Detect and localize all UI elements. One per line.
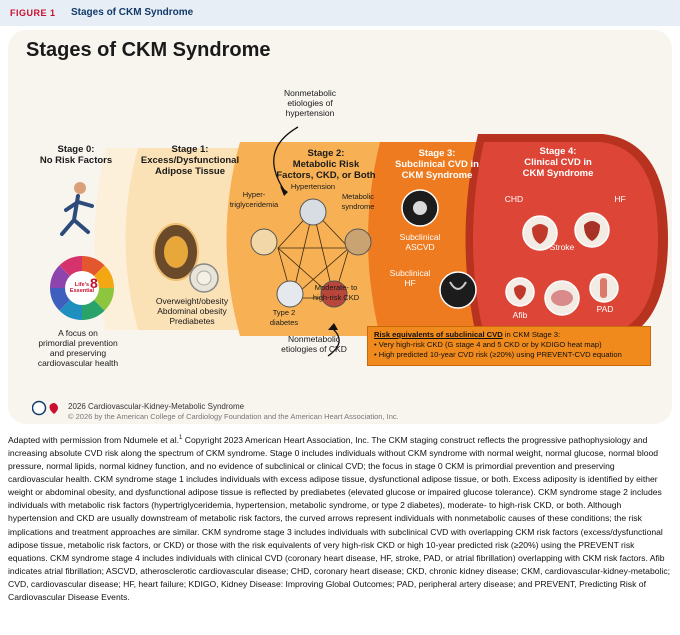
- runner-icon: [60, 194, 94, 236]
- scale-dial: [196, 270, 212, 286]
- kidney-image: [320, 280, 348, 308]
- runner-head: [74, 182, 86, 194]
- hypertension-image: [299, 198, 327, 226]
- subclinical-ascvd-label: Subclinical ASCVD: [399, 232, 441, 252]
- type2-diabetes-image: [276, 280, 304, 308]
- stroke-brain-shape: [551, 290, 573, 306]
- le8-label: Life's Essential: [69, 282, 95, 294]
- metabolic-syndrome-label: Metabolic syndrome: [341, 192, 375, 211]
- acc-logo-icon: [32, 400, 47, 416]
- arrow-head-ckd: [328, 323, 338, 330]
- panel-title: Stages of CKM Syndrome: [26, 39, 271, 61]
- publisher-logos: [32, 400, 58, 416]
- chd-label: CHD: [504, 194, 524, 204]
- risk-box-bullet-1: • Very high-risk CKD (G stage 4 and 5 CK…: [374, 340, 602, 349]
- figure-tag: FIGURE 1: [10, 8, 56, 18]
- stroke-label: Stroke: [549, 242, 575, 252]
- hypertriglyceridemia-image: [250, 228, 278, 256]
- figure-caption: Adapted with permission from Ndumele et …: [8, 434, 670, 602]
- risk-equivalents-box: Risk equivalents of subclinical CVD in C…: [367, 326, 651, 366]
- metabolic-syndrome-image: [344, 228, 372, 256]
- nonmetabolic-ckd-note: Nonmetabolic etiologies of CKD: [281, 334, 347, 354]
- arrow-nonmetabolic-ckd: [327, 327, 340, 357]
- arrow-nonmetabolic-htn: [273, 126, 299, 191]
- ckd-label: Moderate- to high-risk CKD: [312, 283, 360, 302]
- pad-leg-shape: [600, 278, 607, 298]
- stage-shapes: [60, 126, 668, 357]
- credit-line-2: © 2026 by the American College of Cardio…: [68, 412, 399, 421]
- stage1-items: Overweight/obesity Abdominal obesity Pre…: [155, 296, 229, 326]
- figure-header-title: Stages of CKM Syndrome: [71, 7, 194, 18]
- lifes-essential-8-wheel: [50, 256, 114, 320]
- afib-label: Afib: [512, 310, 528, 320]
- stage4-title: Stage 4: Clinical CVD in CKM Syndrome: [522, 146, 594, 179]
- subclinical-hf-label: Subclinical HF: [389, 268, 431, 288]
- ascvd-ct-core: [413, 201, 427, 215]
- risk-box-heading: Risk equivalents of subclinical CVD in C…: [374, 330, 561, 339]
- hypertension-label: Hypertension: [290, 182, 336, 191]
- arrow-head-htn: [280, 186, 288, 196]
- stage3-title: Stage 3: Subclinical CVD in CKM Syndrome: [395, 148, 479, 181]
- credit-line-1: 2026 Cardiovascular-Kidney-Metabolic Syn…: [68, 402, 245, 411]
- adipose-core: [164, 236, 188, 268]
- type2-diabetes-label: Type 2 diabetes: [269, 308, 299, 327]
- le8-center: [65, 271, 99, 305]
- hf-heart-shape: [584, 221, 600, 241]
- diagram-panel: Stages of CKM Syndrome: [8, 30, 672, 424]
- risk-box-bullet-2: • High predicted 10-year CVD risk (≥20%)…: [374, 350, 622, 359]
- hypertriglyceridemia-label: Hyper- triglyceridemia: [229, 190, 279, 209]
- le8-number: 8: [90, 275, 98, 291]
- hf-label: HF: [614, 194, 626, 204]
- stage0-note: A focus on primordial prevention and pre…: [37, 328, 119, 368]
- aha-heart-icon: [49, 403, 58, 414]
- chd-heart-shape: [532, 224, 548, 244]
- hf-echo-trace: [449, 281, 467, 290]
- afib-heart-shape: [514, 285, 526, 300]
- pad-label: PAD: [596, 304, 614, 314]
- stage2-title: Stage 2: Metabolic Risk Factors, CKD, or…: [276, 148, 376, 181]
- stage1-title: Stage 1: Excess/Dysfunctional Adipose Ti…: [140, 144, 240, 177]
- figure-header: FIGURE 1 Stages of CKM Syndrome: [0, 0, 680, 26]
- nonmetabolic-htn-note: Nonmetabolic etiologies of hypertension: [284, 88, 336, 118]
- stage0-title: Stage 0: No Risk Factors: [39, 144, 113, 166]
